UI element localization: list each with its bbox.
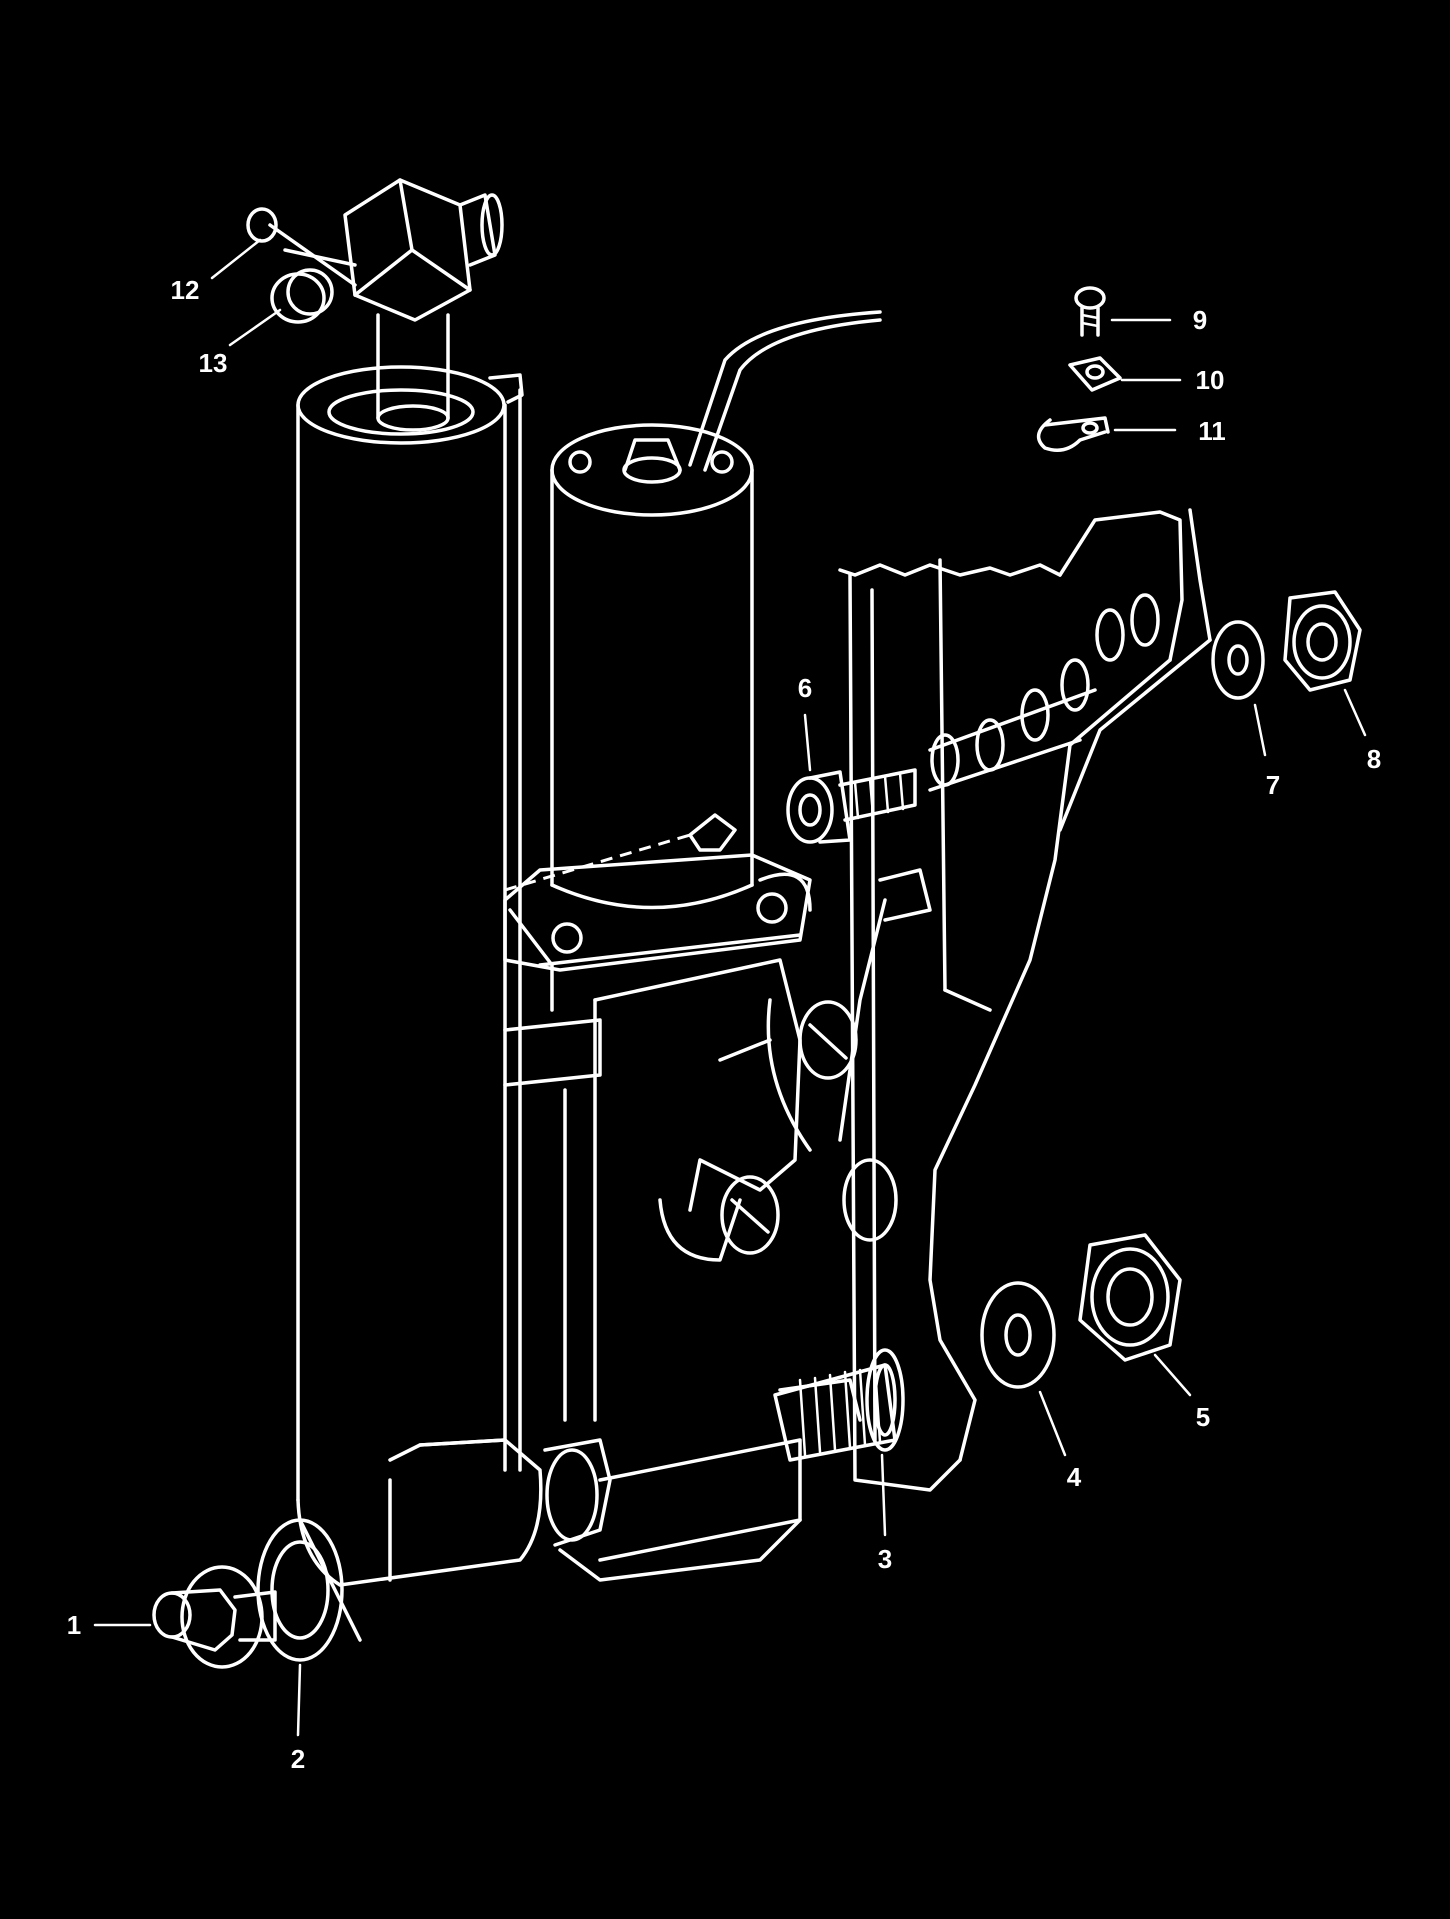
callout-9: 9 [1193,305,1207,335]
callout-8: 8 [1367,744,1381,774]
callout-11: 11 [1198,416,1226,446]
callout-13: 13 [199,348,228,378]
transom-bracket [838,508,1212,1492]
pump-motor [503,310,882,1422]
part-11-cable-clamp [1036,416,1110,452]
callout-2: 2 [291,1744,305,1774]
callout-12: 12 [171,275,200,305]
callout-5: 5 [1196,1402,1210,1432]
part-1-nut [152,1565,277,1669]
part-10-nut-clip [1068,356,1122,392]
callouts: 1 2 3 4 5 6 7 8 9 10 11 12 13 [67,275,1381,1774]
part-8-locknut [1283,590,1362,692]
callout-4: 4 [1067,1462,1082,1492]
leader-lines [93,238,1367,1737]
callout-7: 7 [1266,770,1280,800]
callout-10: 10 [1196,365,1225,395]
top-fitting [246,178,504,432]
callout-6: 6 [798,673,812,703]
lower-pivot-assembly [256,1348,905,1662]
callout-1: 1 [67,1610,81,1640]
callout-3: 3 [878,1544,892,1574]
part-7-washer [1211,620,1265,700]
part-6-bolt [786,768,917,844]
part-5-locknut [1078,1233,1182,1362]
part-9-screw [1074,286,1106,337]
part-4-washer [980,1281,1056,1389]
hydraulic-cylinder [296,365,524,1502]
